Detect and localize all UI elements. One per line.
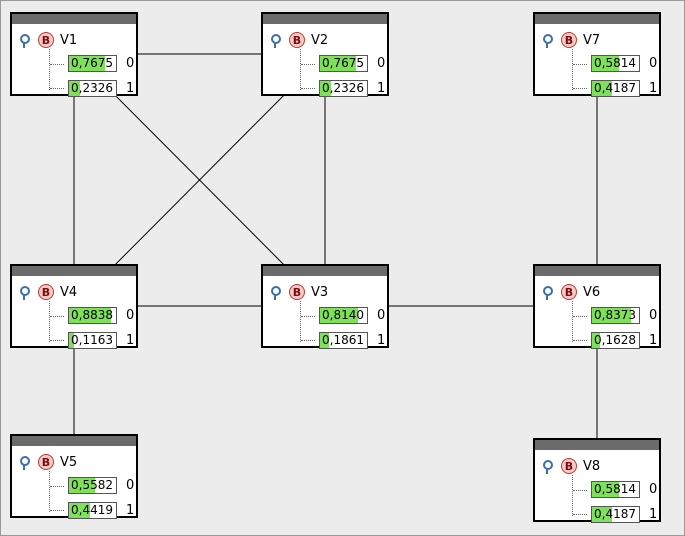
probability-value: 0,1628 [594, 333, 636, 347]
probability-value: 0,1861 [322, 333, 364, 347]
pin-icon[interactable] [541, 285, 553, 300]
state-label: 0 [377, 308, 386, 323]
state-label: 0 [649, 482, 658, 497]
state-label: 1 [126, 503, 135, 518]
probability-bar: 0,2326 [68, 80, 117, 97]
pin-icon[interactable] [541, 459, 553, 474]
node-v5[interactable]: B V5 0,5582 0 0,4419 1 [10, 434, 138, 519]
pin-icon[interactable] [541, 33, 553, 48]
node-name: V5 [60, 454, 78, 470]
probability-bar: 0,5814 [591, 55, 640, 72]
pin-icon[interactable] [18, 33, 30, 48]
state-label: 0 [649, 308, 658, 323]
pin-icon[interactable] [18, 285, 30, 300]
node-v2[interactable]: B V2 0,7675 0 0,2326 1 [261, 12, 389, 97]
bayes-node-icon: B [289, 32, 305, 48]
node-titlebar[interactable] [535, 14, 659, 24]
state-label: 1 [377, 333, 386, 348]
probability-bar: 0,5582 [68, 477, 117, 494]
node-name: V4 [60, 284, 78, 300]
state-label: 0 [126, 56, 135, 71]
probability-value: 0,8140 [322, 308, 364, 322]
node-name: V7 [583, 32, 601, 48]
probability-value: 0,4187 [594, 81, 636, 95]
state-label: 0 [649, 56, 658, 71]
node-v6[interactable]: B V6 0,8373 0 0,1628 1 [533, 264, 661, 349]
probability-bar: 0,8140 [319, 307, 368, 324]
node-name: V3 [311, 284, 329, 300]
probability-bar: 0,8838 [68, 307, 117, 324]
probability-bar: 0,7675 [68, 55, 117, 72]
bayes-node-icon: B [289, 284, 305, 300]
probability-bar: 0,4187 [591, 80, 640, 97]
state-label: 0 [126, 308, 135, 323]
probability-bar: 0,7675 [319, 55, 368, 72]
probability-value: 0,1163 [71, 333, 113, 347]
bayes-node-icon: B [38, 32, 54, 48]
probability-value: 0,7675 [71, 56, 113, 70]
bayes-node-icon: B [38, 454, 54, 470]
node-name: V2 [311, 32, 329, 48]
node-titlebar[interactable] [263, 266, 387, 276]
state-label: 1 [649, 81, 658, 96]
state-label: 1 [649, 507, 658, 522]
state-label: 1 [649, 333, 658, 348]
node-titlebar[interactable] [535, 440, 659, 450]
bayes-node-icon: B [561, 458, 577, 474]
bayes-node-icon: B [561, 284, 577, 300]
state-label: 1 [377, 81, 386, 96]
node-v8[interactable]: B V8 0,5814 0 0,4187 1 [533, 438, 661, 523]
probability-value: 0,5582 [71, 478, 113, 492]
probability-bar: 0,1163 [68, 332, 117, 349]
probability-bar: 0,5814 [591, 481, 640, 498]
bayes-node-icon: B [38, 284, 54, 300]
probability-value: 0,4187 [594, 507, 636, 521]
probability-value: 0,2326 [71, 81, 113, 95]
state-label: 0 [377, 56, 386, 71]
probability-bar: 0,1628 [591, 332, 640, 349]
node-titlebar[interactable] [535, 266, 659, 276]
pin-icon[interactable] [269, 33, 281, 48]
node-name: V6 [583, 284, 601, 300]
probability-bar: 0,4187 [591, 506, 640, 523]
node-titlebar[interactable] [12, 436, 136, 446]
probability-bar: 0,4419 [68, 502, 117, 519]
node-v3[interactable]: B V3 0,8140 0 0,1861 1 [261, 264, 389, 349]
node-v7[interactable]: B V7 0,5814 0 0,4187 1 [533, 12, 661, 97]
node-titlebar[interactable] [12, 266, 136, 276]
probability-value: 0,8838 [71, 308, 113, 322]
state-label: 1 [126, 81, 135, 96]
node-v4[interactable]: B V4 0,8838 0 0,1163 1 [10, 264, 138, 349]
state-label: 1 [126, 333, 135, 348]
probability-value: 0,5814 [594, 482, 636, 496]
pin-icon[interactable] [269, 285, 281, 300]
node-titlebar[interactable] [263, 14, 387, 24]
node-v1[interactable]: B V1 0,7675 0 0,2326 1 [10, 12, 138, 97]
probability-bar: 0,8373 [591, 307, 640, 324]
probability-value: 0,8373 [594, 308, 636, 322]
probability-value: 0,5814 [594, 56, 636, 70]
pin-icon[interactable] [18, 455, 30, 470]
probability-value: 0,7675 [322, 56, 364, 70]
node-titlebar[interactable] [12, 14, 136, 24]
probability-bar: 0,1861 [319, 332, 368, 349]
node-name: V1 [60, 32, 78, 48]
state-label: 0 [126, 478, 135, 493]
bayes-node-icon: B [561, 32, 577, 48]
node-name: V8 [583, 458, 601, 474]
probability-bar: 0,2326 [319, 80, 368, 97]
probability-value: 0,2326 [322, 81, 364, 95]
probability-value: 0,4419 [71, 503, 113, 517]
